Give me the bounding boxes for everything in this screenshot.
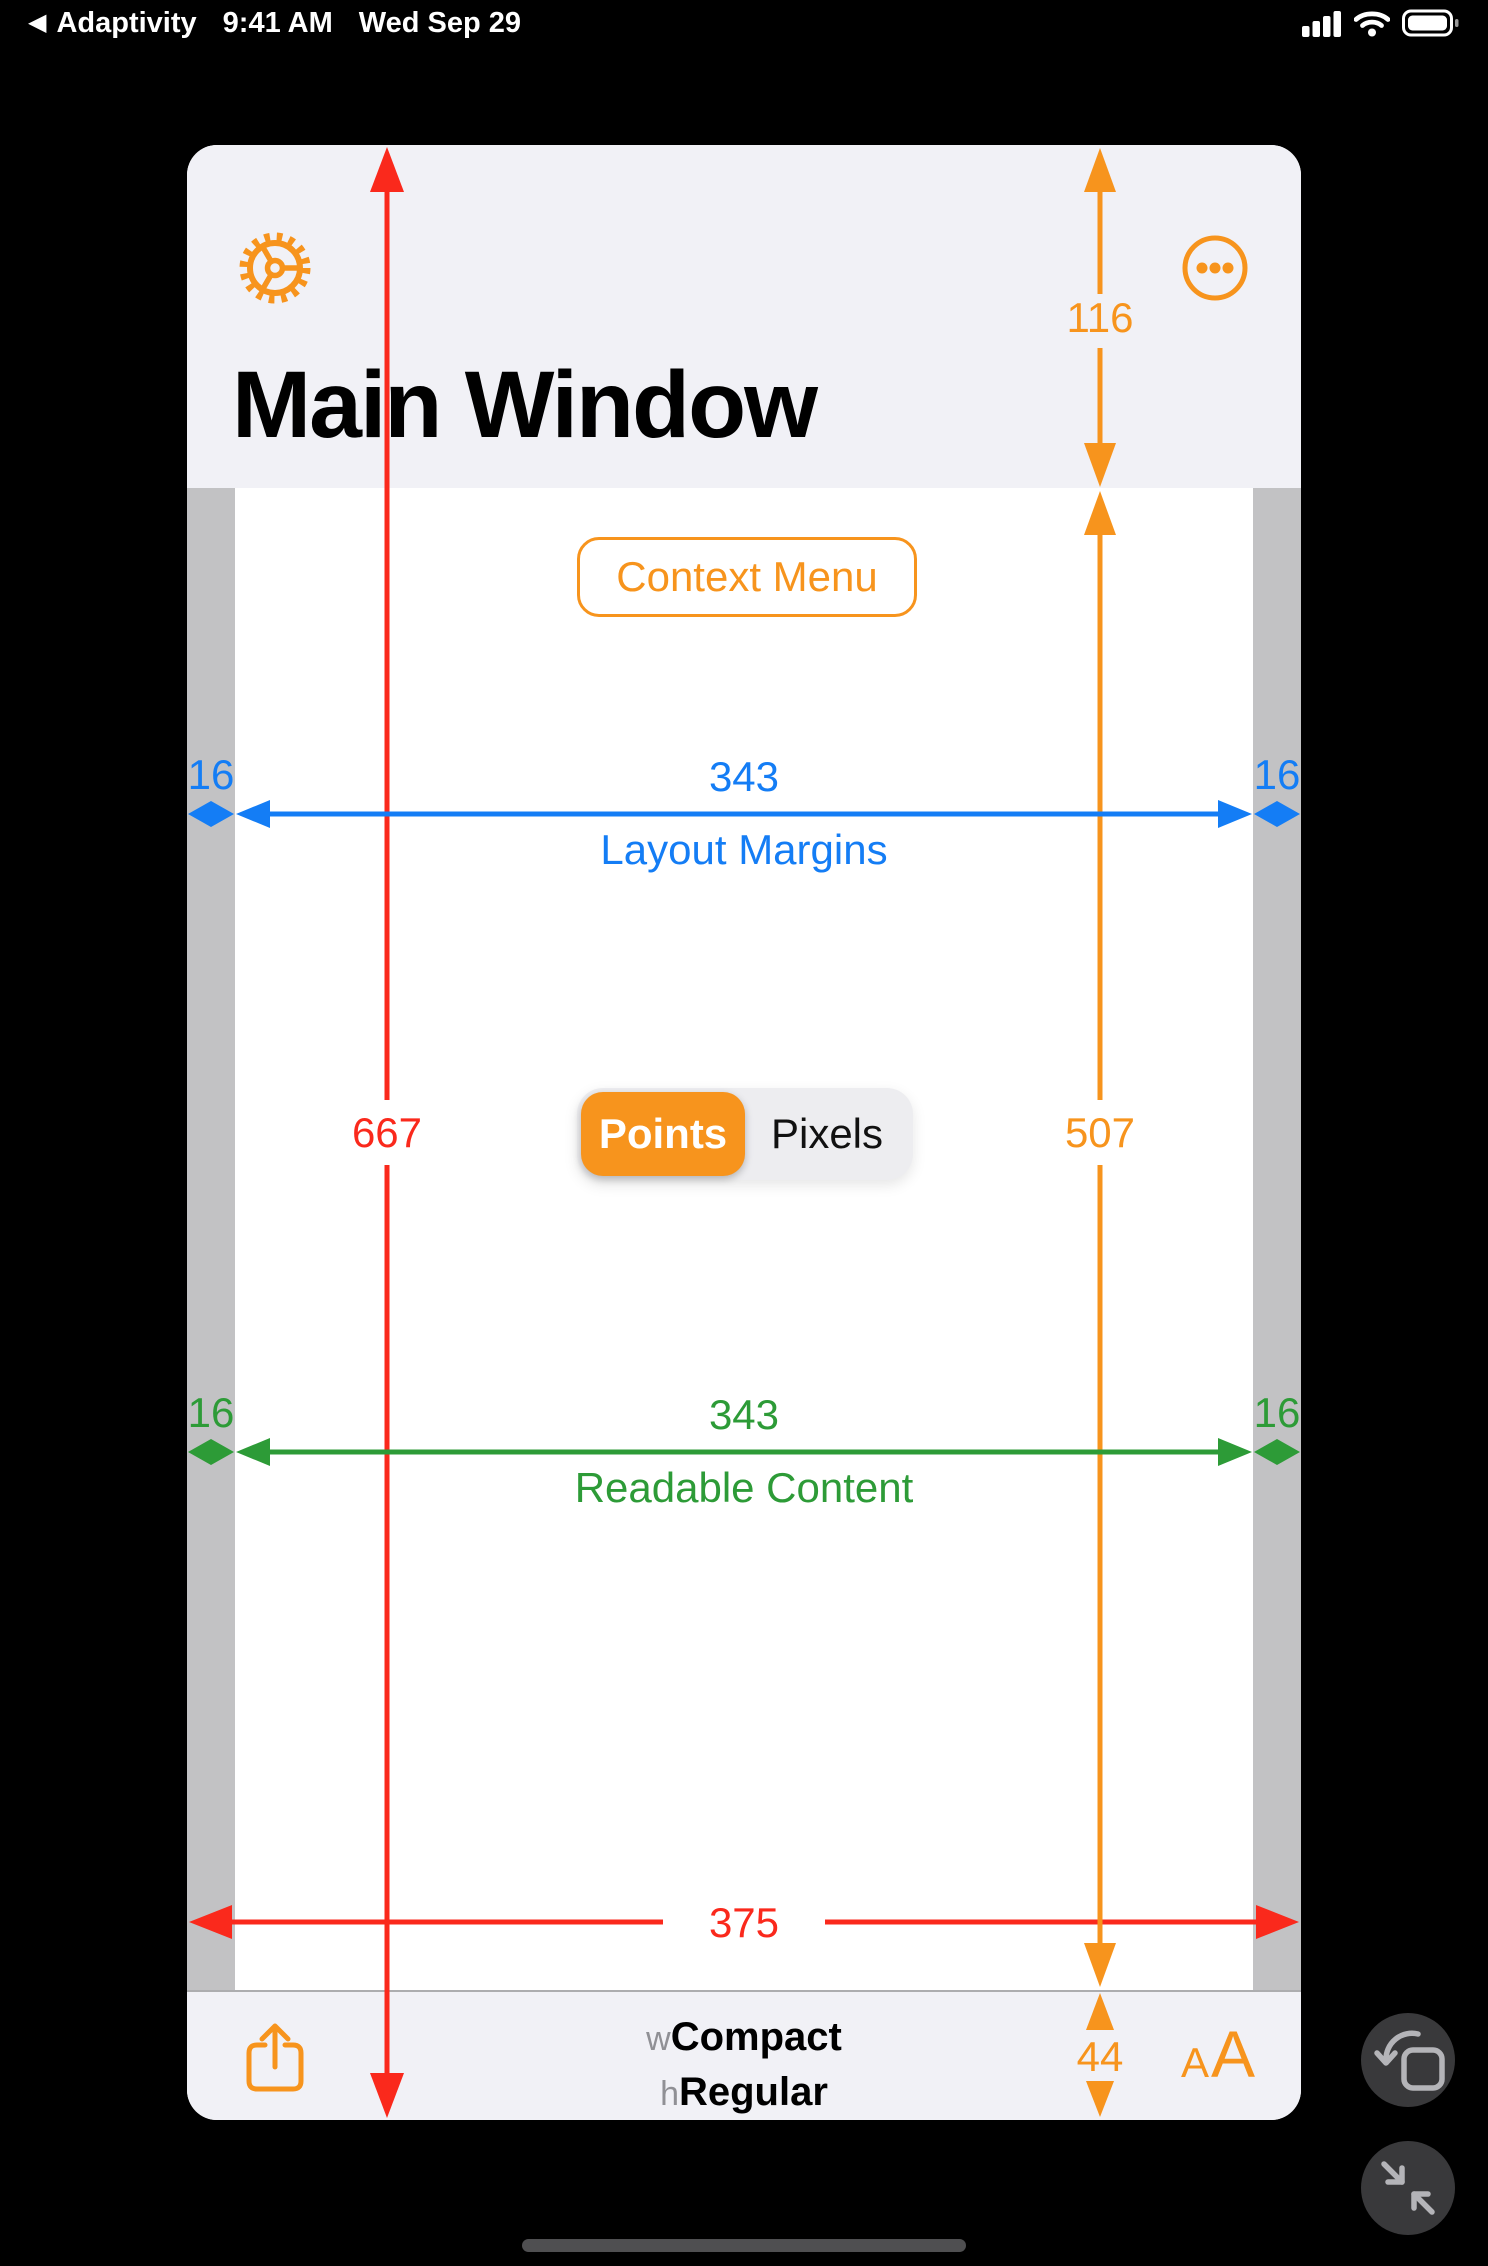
status-bar: ◀ Adaptivity 9:41 AM Wed Sep 29 [0,0,1488,46]
settings-button[interactable] [235,228,315,308]
shrink-window-button[interactable] [1361,2141,1455,2235]
height-size-class: hRegular [187,2069,1301,2120]
text-size-icon: A [1180,2039,1209,2086]
units-segmented-control: Points Pixels [577,1088,913,1180]
page-title: Main Window [232,352,818,458]
size-class-readout: wCompact hRegular [187,2014,1301,2120]
left-margin-strip [187,488,235,1990]
segment-pixels[interactable]: Pixels [745,1092,909,1176]
home-indicator[interactable] [522,2239,966,2252]
segment-points[interactable]: Points [581,1092,745,1176]
height-class-value: Regular [678,2070,828,2114]
right-margin-strip [1253,488,1301,1990]
context-menu-button[interactable]: Context Menu [577,537,917,617]
app-window: Main Window Context Menu Points Pixels w… [187,145,1301,2120]
wifi-icon [1354,11,1390,37]
nav-bar: Main Window [187,145,1301,488]
more-button[interactable] [1175,228,1255,308]
back-chevron-icon: ◀ [28,9,47,36]
rotate-icon [1374,2030,1445,2091]
status-bar-left: ◀ Adaptivity 9:41 AM Wed Sep 29 [28,7,521,40]
status-bar-right [1302,8,1460,38]
width-prefix: w [646,2020,671,2058]
back-app-name: Adaptivity [56,6,197,39]
gear-icon [239,232,311,304]
share-button[interactable] [237,2016,313,2100]
battery-icon [1402,9,1459,37]
text-size-icon-large: A [1210,2017,1255,2091]
height-prefix: h [660,2075,679,2113]
width-size-class: wCompact [187,2014,1301,2069]
ellipsis-circle-icon [1182,235,1248,301]
rotate-window-button[interactable] [1361,2013,1455,2107]
shrink-icon [1381,2161,1435,2215]
width-class-value: Compact [670,2015,842,2059]
share-icon [246,2023,304,2091]
cellular-signal-icon [1302,11,1341,37]
back-to-app-breadcrumb[interactable]: ◀ Adaptivity [28,7,197,40]
status-date: Wed Sep 29 [358,6,522,39]
status-time: 9:41 AM [222,6,333,39]
